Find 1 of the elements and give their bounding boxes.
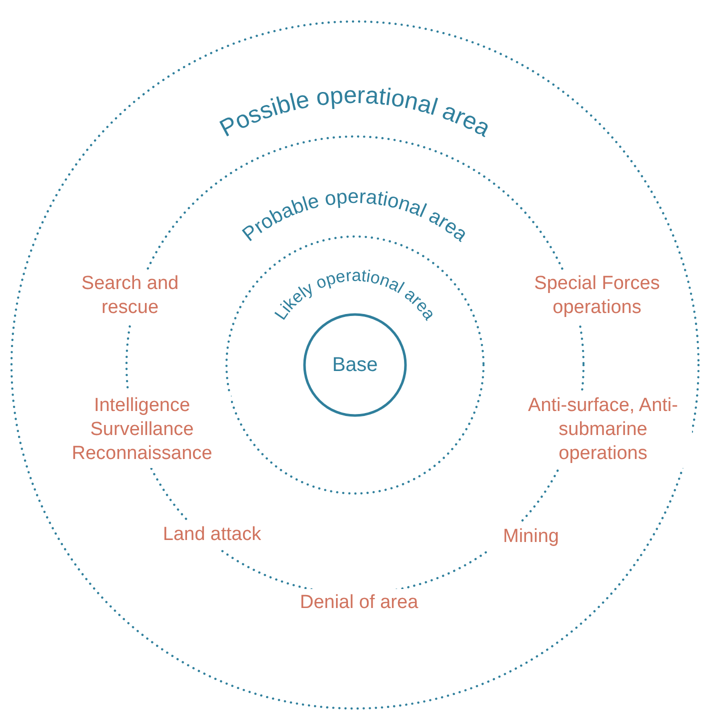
base-label: Base bbox=[332, 354, 378, 376]
